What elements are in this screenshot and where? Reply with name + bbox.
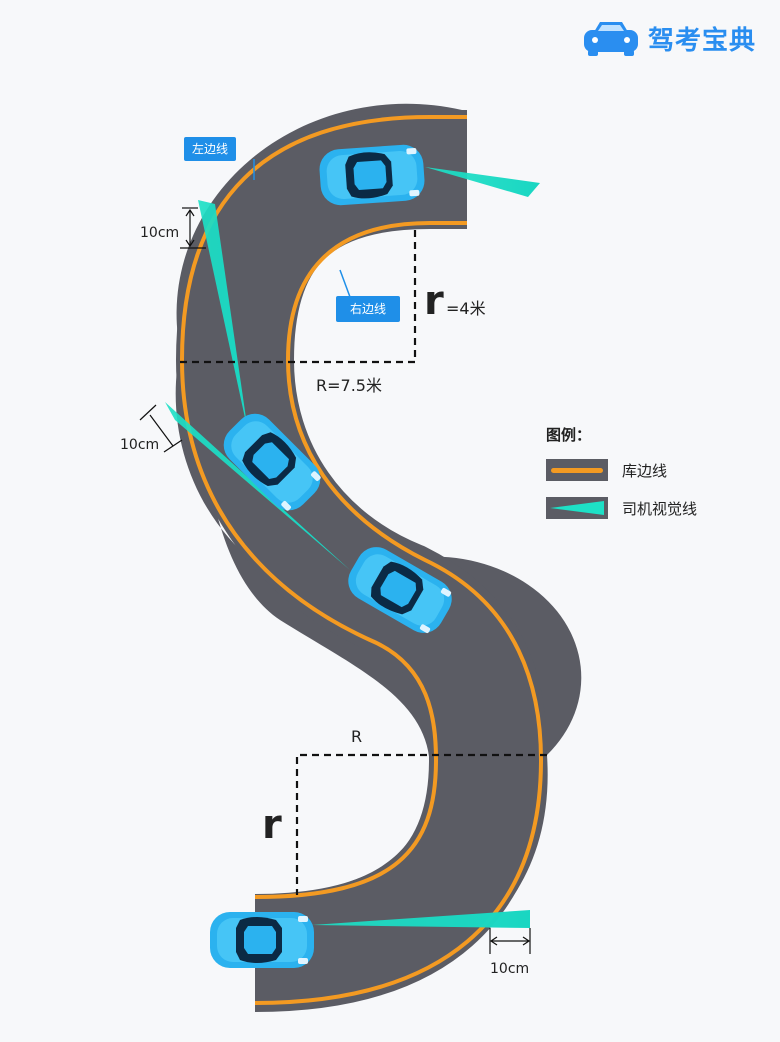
sight-line-top-car bbox=[425, 167, 540, 197]
sight-line-swatch bbox=[546, 497, 608, 519]
gap-markers bbox=[139, 207, 531, 954]
gap-label-mid: 10cm bbox=[120, 437, 159, 453]
small-r-value: =4米 bbox=[446, 299, 486, 318]
legend-item-sight-line: 司机视觉线 bbox=[546, 497, 746, 519]
big-r-symbol: R bbox=[351, 727, 362, 746]
sight-line-bottom-car bbox=[312, 910, 530, 928]
brand-logo: 驾考宝典 bbox=[580, 18, 756, 58]
big-r-value: R=7.5米 bbox=[316, 376, 382, 395]
legend-label-sight-line: 司机视觉线 bbox=[622, 499, 698, 518]
small-r-symbol: r bbox=[424, 278, 444, 324]
sight-line-car2 bbox=[198, 200, 248, 432]
car-bottom bbox=[210, 912, 314, 968]
car-top bbox=[318, 143, 426, 207]
right-edge-tag: 右边线 bbox=[336, 296, 401, 322]
left-edge-tag: 左边线 bbox=[184, 137, 237, 161]
legend-item-edge-line: 库边线 bbox=[546, 459, 746, 481]
edge-line-swatch bbox=[546, 459, 608, 481]
car-icon bbox=[583, 22, 638, 56]
brand-name: 驾考宝典 bbox=[647, 25, 756, 56]
gap-label-top: 10cm bbox=[140, 225, 179, 241]
right-edge-pointer bbox=[339, 269, 351, 298]
legend-label-edge-line: 库边线 bbox=[622, 461, 668, 480]
outer-edge-line bbox=[179, 115, 467, 899]
legend: 图例： 库边线 司机视觉线 bbox=[546, 424, 746, 535]
small-r-symbol-bottom: r bbox=[262, 802, 282, 848]
legend-title: 图例： bbox=[546, 426, 592, 444]
gap-label-bottom: 10cm bbox=[490, 961, 529, 977]
radius-guides bbox=[180, 228, 547, 895]
